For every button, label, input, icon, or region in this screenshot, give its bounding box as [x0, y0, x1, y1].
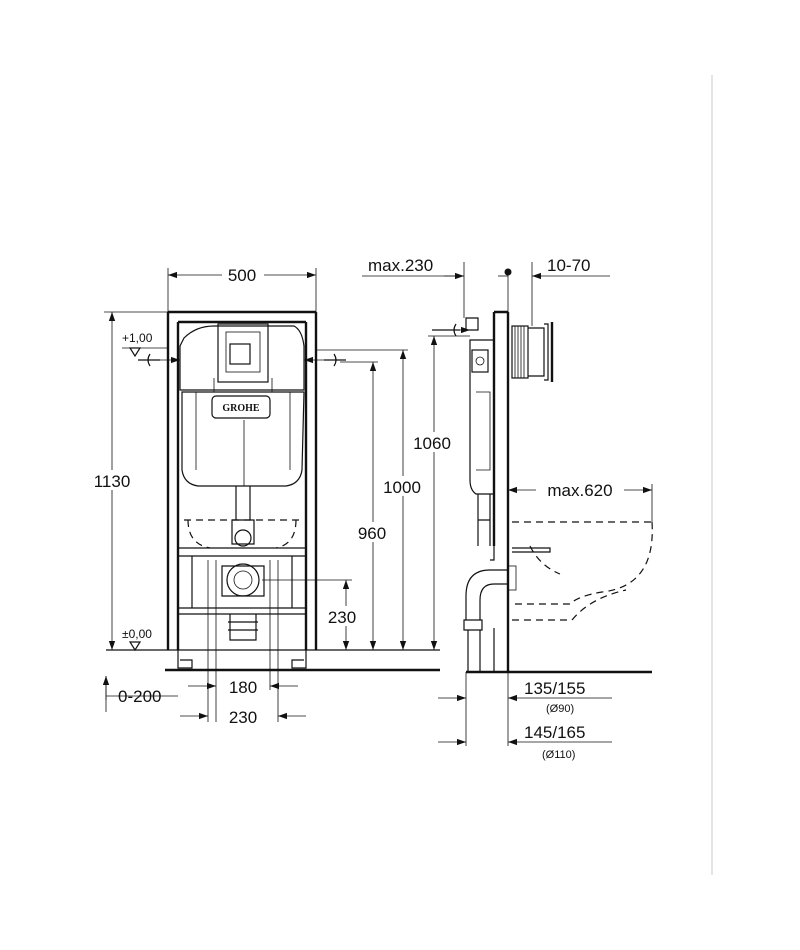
- label-bg-1130: [90, 470, 136, 490]
- cistern-side-detail: [476, 391, 491, 471]
- frame-side-profile: [492, 310, 510, 672]
- drain-connection-inner: [233, 570, 253, 590]
- label-bg-230v: [322, 606, 362, 626]
- dim-label-1000: 1000: [383, 478, 421, 497]
- label-bg-1000: [378, 476, 426, 496]
- dim-label-230-horizontal: 230: [229, 708, 257, 727]
- front-view: GROHE 500 1130 +1,00 ±0,00: [90, 262, 440, 727]
- drain-pipe-side: [463, 619, 483, 672]
- dim-label-max-620: max.620: [547, 481, 612, 500]
- bowl-inner-side: [529, 545, 561, 575]
- level-label-top: +1,00: [122, 331, 153, 345]
- side-view: max.230 10-70 1060 max.620 135/155 (Ø90)…: [362, 256, 653, 761]
- frame-outline: [166, 310, 318, 650]
- level-marker-zero: [128, 641, 142, 652]
- drain-connection: [226, 563, 260, 597]
- level-label-zero: ±0,00: [122, 627, 152, 641]
- dim-label-230-vertical: 230: [328, 608, 356, 627]
- flush-plate-opening: [217, 323, 269, 383]
- valve-box-side: [471, 349, 489, 373]
- dim-label-180: 180: [229, 678, 257, 697]
- water-inlet-side: [432, 323, 460, 337]
- water-inlet-right: [324, 353, 346, 367]
- frame-bottom-rail: [178, 607, 306, 615]
- frame-mid-rail: [178, 547, 306, 608]
- dim-label-dia-90: (Ø90): [546, 703, 574, 715]
- cistern-body: [181, 391, 305, 487]
- flush-plate-inner: [225, 331, 261, 373]
- dim-label-145-165: 145/165: [524, 723, 585, 742]
- logo-plate: [211, 395, 271, 419]
- frame-side-lower: [490, 546, 495, 672]
- actuator-box: [229, 343, 251, 365]
- dim-dot-10-70: [504, 268, 512, 276]
- dim-label-dia-110: (Ø110): [542, 749, 575, 761]
- cistern-side: [469, 339, 495, 495]
- drain-spigot: [228, 614, 258, 641]
- label-bg-960: [354, 522, 392, 542]
- bowl-support-bolt: [512, 547, 551, 553]
- label-bg-500: [222, 262, 264, 282]
- flush-pipe-elbow: [234, 529, 252, 547]
- frame-feet: [177, 650, 307, 669]
- dim-label-10-70: 10-70: [547, 256, 590, 275]
- drain-bend-side: [465, 569, 508, 620]
- cistern-ribs: [195, 378, 291, 486]
- water-inlet-left: [138, 353, 160, 367]
- flush-plate-side: [528, 323, 549, 381]
- flush-pipe-side: [477, 494, 491, 546]
- dim-label-960: 960: [358, 524, 386, 543]
- actuator-ribs: [514, 326, 525, 378]
- label-bg-1060: [408, 432, 456, 452]
- dim-label-135-155: 135/155: [524, 679, 585, 698]
- label-bg-max-620: [536, 480, 624, 500]
- cistern-top: [179, 325, 305, 391]
- dim-label-1060: 1060: [413, 434, 451, 453]
- flush-actuator-side: [511, 325, 529, 379]
- dim-label-0-200: 0-200: [118, 687, 161, 706]
- drain-sleeve-side: [507, 565, 517, 591]
- drain-housing: [221, 565, 265, 597]
- dim-label-1130: 1130: [94, 472, 131, 491]
- inlet-valve-side: [465, 317, 479, 331]
- valve-knob-side: [475, 356, 485, 366]
- dim-label-max-230: max.230: [368, 256, 433, 275]
- level-marker-top: [128, 347, 142, 358]
- bowl-outline-front: [184, 519, 300, 549]
- brand-logo: GROHE: [222, 403, 260, 414]
- dim-label-500: 500: [228, 266, 256, 285]
- bowl-outline-side: [512, 521, 653, 621]
